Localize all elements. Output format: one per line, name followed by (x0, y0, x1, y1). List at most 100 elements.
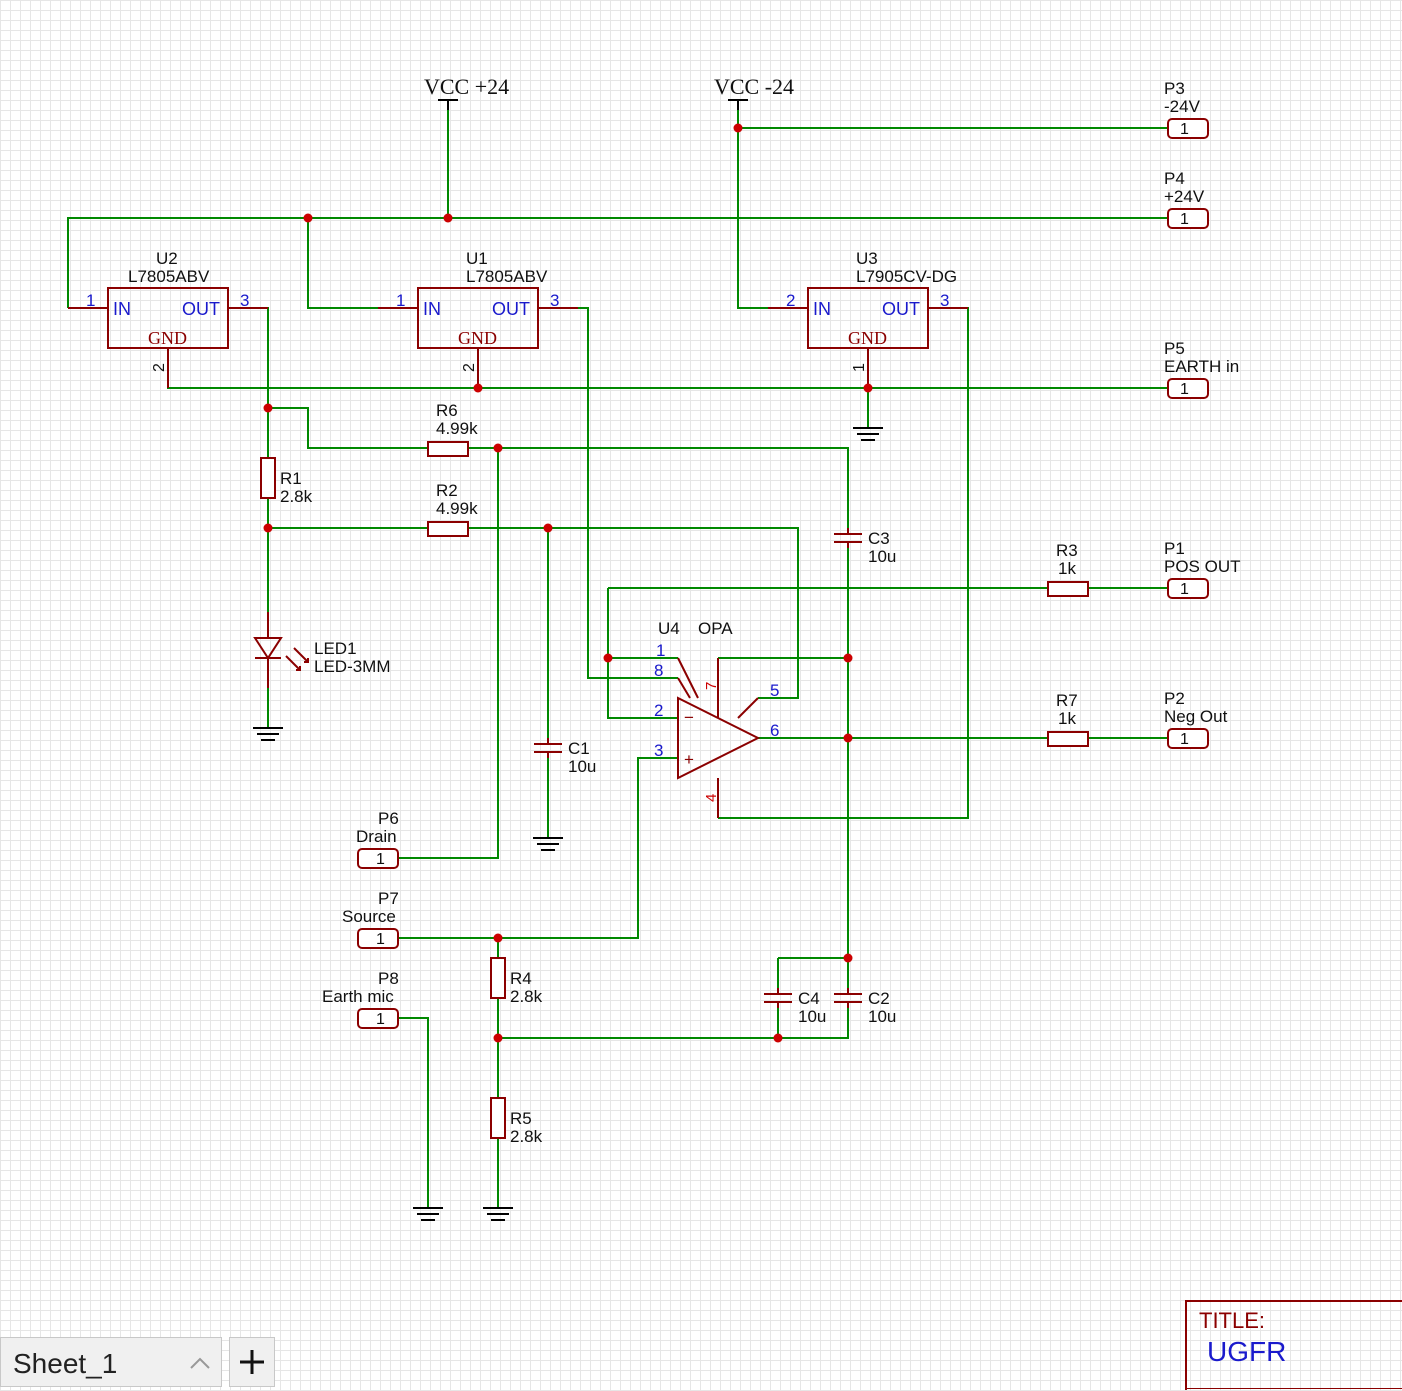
capacitor-c1[interactable]: C1 10u (534, 738, 596, 776)
u4-pin-8: 8 (654, 661, 663, 680)
power-flag-vcc-pos: VCC +24 (424, 74, 509, 110)
junction-dot (843, 953, 853, 963)
u4-pin-2: 2 (654, 701, 663, 720)
junction-dot (863, 383, 873, 393)
junction-dot (733, 123, 743, 133)
capacitor-c2[interactable]: C2 10u (834, 988, 896, 1026)
chevron-up-icon[interactable] (187, 1350, 213, 1376)
p5-label: EARTH in (1164, 357, 1239, 376)
r7-value: 1k (1058, 709, 1076, 728)
ground-symbols (253, 427, 883, 1221)
c3-ref: C3 (868, 529, 890, 548)
r1-ref: R1 (280, 469, 302, 488)
c1-value: 10u (568, 757, 596, 776)
resistor-r3[interactable]: R3 1k (1047, 541, 1089, 597)
resistor-r2[interactable]: R2 4.99k (427, 481, 478, 537)
u2-value: L7805ABV (128, 267, 210, 286)
junction-dot (773, 1033, 783, 1043)
r2-value: 4.99k (436, 499, 478, 518)
p8-pin: 1 (376, 1011, 385, 1028)
led-led1[interactable]: LED1 LED-3MM (253, 612, 391, 688)
u4-pin-3: 3 (654, 741, 663, 760)
p2-ref: P2 (1164, 689, 1185, 708)
resistor-r1[interactable]: R1 2.8k (260, 457, 313, 506)
sheet-tab-label: Sheet_1 (13, 1348, 118, 1379)
u3-in-label: IN (813, 299, 831, 319)
connector-p1[interactable]: 1 P1 POS OUT (1164, 539, 1241, 599)
opamp-u4[interactable]: U4 OPA 1 8 2 3 7 5 6 4 − + (654, 619, 779, 818)
p3-label: -24V (1164, 97, 1201, 116)
regulator-u3[interactable]: U3 L7905CV-DG IN OUT GND 2 3 1 (768, 249, 968, 388)
resistor-r5[interactable]: R5 2.8k (490, 1097, 543, 1146)
title-divider (1187, 1388, 1402, 1389)
add-sheet-button[interactable] (229, 1337, 275, 1387)
r6-value: 4.99k (436, 419, 478, 438)
u1-ref: U1 (466, 249, 488, 268)
connector-p7[interactable]: 1 P7 Source (342, 889, 399, 949)
regulator-u2[interactable]: U2 L7805ABV IN OUT GND 1 3 2 (68, 249, 268, 388)
capacitor-c4[interactable]: C4 10u (764, 988, 826, 1026)
c3-value: 10u (868, 547, 896, 566)
r6-ref: R6 (436, 401, 458, 420)
c2-ref: C2 (868, 989, 890, 1008)
junction-dot (263, 403, 273, 413)
u2-pin-out: 3 (240, 291, 249, 310)
u1-pin-out: 3 (550, 291, 559, 310)
connector-p6[interactable]: 1 P6 Drain (356, 809, 399, 869)
p2-pin: 1 (1180, 731, 1189, 748)
u4-pin-7: 7 (703, 682, 720, 690)
u3-out-label: OUT (882, 299, 920, 319)
resistor-r6[interactable]: R6 4.99k (427, 401, 478, 457)
ground-icon (253, 727, 283, 741)
u1-pin-in: 1 (396, 291, 405, 310)
junction-dot (303, 213, 313, 223)
resistor-r4[interactable]: R4 2.8k (490, 957, 543, 1006)
resistor-r7[interactable]: R7 1k (1047, 691, 1089, 747)
p6-pin: 1 (376, 851, 385, 868)
title-value: UGFR (1207, 1336, 1287, 1367)
junction-dot (603, 653, 613, 663)
p4-ref: P4 (1164, 169, 1185, 188)
r1-value: 2.8k (280, 487, 313, 506)
u4-pin-1: 1 (656, 641, 665, 660)
u1-in-label: IN (423, 299, 441, 319)
junction-dot (443, 213, 453, 223)
junction-dot (473, 383, 483, 393)
junction-dot (263, 523, 273, 533)
connector-p8[interactable]: 1 P8 Earth mic (322, 969, 399, 1029)
junction-dot (493, 1033, 503, 1043)
p6-label: Drain (356, 827, 397, 846)
u4-plus-sign: + (684, 750, 694, 769)
connector-p3[interactable]: 1 P3 -24V (1164, 79, 1209, 139)
u2-gnd-label: GND (148, 328, 187, 348)
u1-out-label: OUT (492, 299, 530, 319)
regulator-u1[interactable]: U1 L7805ABV IN OUT GND 1 3 2 (378, 249, 578, 388)
vcc-neg-label: VCC -24 (714, 74, 794, 99)
p4-label: +24V (1164, 187, 1205, 206)
r7-ref: R7 (1056, 691, 1078, 710)
r4-ref: R4 (510, 969, 532, 988)
c2-value: 10u (868, 1007, 896, 1026)
u3-gnd-label: GND (848, 328, 887, 348)
connector-p4[interactable]: 1 P4 +24V (1164, 169, 1209, 229)
p1-label: POS OUT (1164, 557, 1241, 576)
p7-label: Source (342, 907, 396, 926)
ground-icon (483, 1207, 513, 1221)
connector-p2[interactable]: 1 P2 Neg Out (1164, 689, 1228, 749)
junction-dot (493, 933, 503, 943)
u4-pin-4: 4 (703, 794, 720, 802)
c4-value: 10u (798, 1007, 826, 1026)
u4-value: OPA (698, 619, 733, 638)
sheet-tab[interactable]: Sheet_1 (0, 1337, 222, 1387)
u2-ref: U2 (156, 249, 178, 268)
r5-value: 2.8k (510, 1127, 543, 1146)
title-label: TITLE: (1199, 1308, 1266, 1333)
p5-pin: 1 (1180, 381, 1189, 398)
u4-pin-5: 5 (770, 681, 779, 700)
connector-p5[interactable]: 1 P5 EARTH in (1164, 339, 1239, 399)
capacitor-c3[interactable]: C3 10u (834, 528, 896, 566)
p8-label: Earth mic (322, 987, 394, 1006)
p7-pin: 1 (376, 931, 385, 948)
junction-dot (843, 733, 853, 743)
